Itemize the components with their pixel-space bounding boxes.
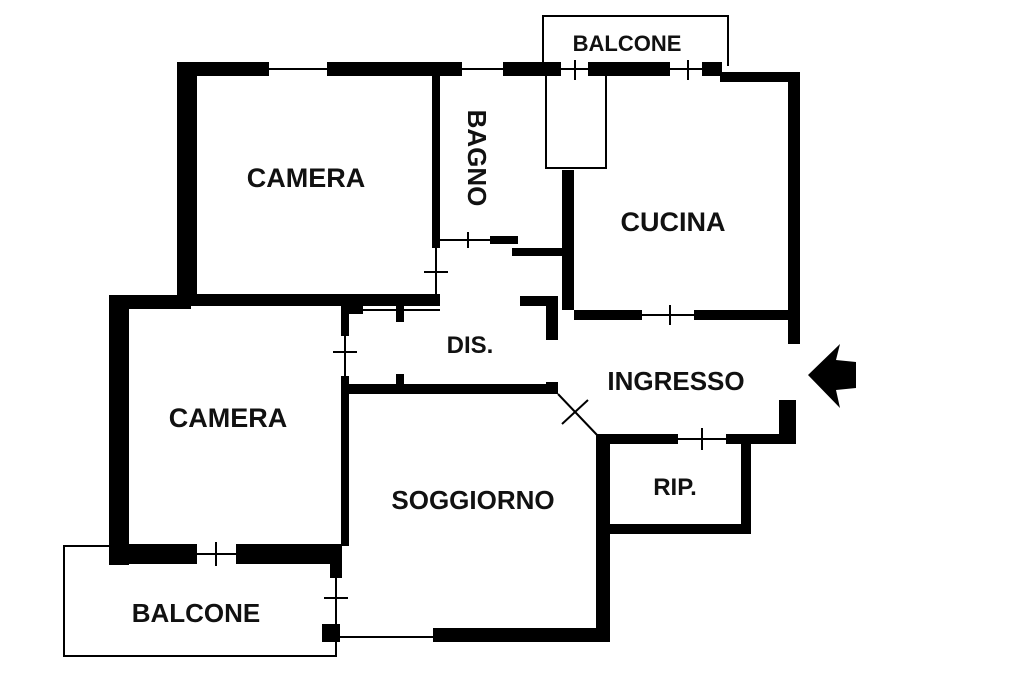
wall-segment — [726, 434, 796, 444]
wall-segment — [236, 544, 342, 564]
wall-segment — [546, 382, 558, 394]
wall-segment — [741, 440, 751, 534]
room-labels: BALCONE BAGNO CAMERA CUCINA DIS. INGRESS… — [132, 31, 745, 628]
label-ingresso: INGRESSO — [607, 366, 744, 396]
wall-segment — [503, 62, 561, 76]
arrow-left-icon — [808, 344, 856, 408]
wall-segment — [694, 310, 792, 320]
balcony-outline — [545, 70, 607, 169]
balcony-outline — [63, 545, 337, 657]
wall-segment — [512, 248, 570, 256]
wall-segment — [490, 236, 518, 244]
label-camera-left: CAMERA — [169, 403, 288, 433]
wall-segment — [574, 310, 642, 320]
wall-segment — [177, 62, 197, 302]
label-bagno: BAGNO — [462, 110, 492, 207]
wall-segment — [109, 295, 129, 565]
label-balcone-top: BALCONE — [573, 31, 682, 56]
label-soggiorno: SOGGIORNO — [391, 485, 554, 515]
wall-segment — [596, 434, 678, 444]
wall-segment — [396, 306, 404, 322]
wall-segment — [109, 295, 191, 309]
wall-segment — [341, 306, 349, 336]
label-camera-top: CAMERA — [247, 163, 366, 193]
balcony-outline — [542, 15, 729, 66]
wall-segment — [327, 62, 462, 76]
label-balcone-bottom: BALCONE — [132, 598, 261, 628]
label-rip: RIP. — [653, 474, 697, 501]
wall-segment — [322, 624, 340, 642]
wall-segment — [349, 384, 549, 394]
wall-segment — [546, 296, 558, 340]
wall-segment — [607, 524, 751, 534]
door-diagonal — [561, 399, 589, 425]
wall-segment — [432, 70, 440, 248]
wall-segment — [788, 72, 800, 344]
wall-segment — [596, 436, 610, 642]
label-dis: DIS. — [447, 332, 494, 359]
walls — [109, 62, 800, 642]
arrow-left-shape — [808, 344, 856, 408]
thin-lines — [63, 15, 729, 657]
wall-segment — [702, 62, 722, 76]
wall-segment — [330, 560, 342, 578]
wall-segment — [520, 296, 556, 306]
wall-segment — [177, 62, 269, 76]
wall-segment — [433, 628, 610, 642]
wall-segment — [779, 400, 796, 444]
wall-segment — [588, 62, 670, 76]
wall-segment — [182, 294, 440, 306]
wall-segment — [109, 544, 197, 564]
wall-segment — [341, 376, 349, 546]
wall-segment — [720, 72, 800, 82]
wall-segment — [341, 306, 363, 314]
wall-segment — [562, 170, 574, 310]
label-cucina: CUCINA — [621, 207, 726, 237]
door-diagonal — [557, 393, 599, 437]
wall-segment — [396, 374, 404, 390]
